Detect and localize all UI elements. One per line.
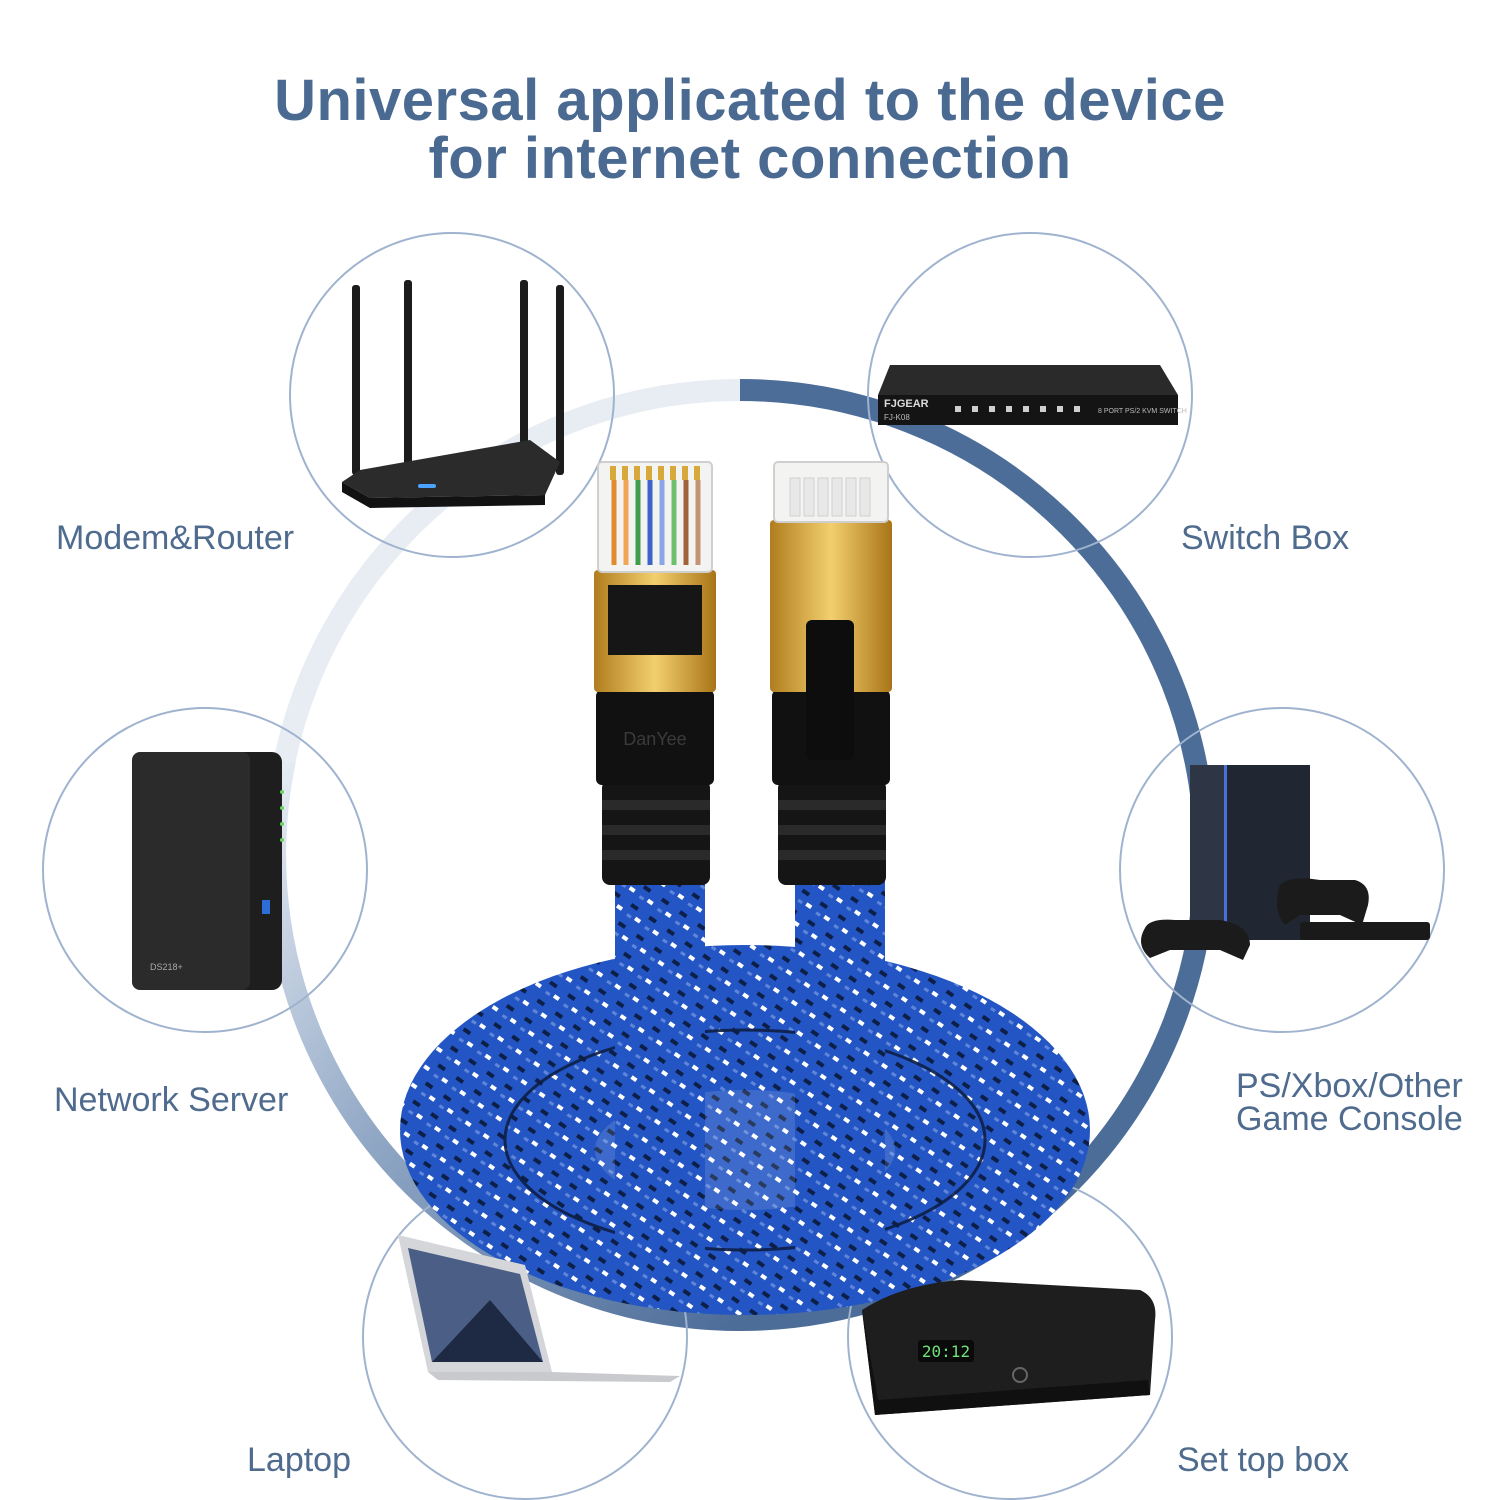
label-game-console-line-1: PS/Xbox/Other — [1236, 1067, 1463, 1105]
network-server-image: DS218+ — [132, 752, 284, 990]
router-image — [342, 280, 564, 508]
headline: Universal applicated to the device for i… — [0, 72, 1500, 188]
cable-right-run — [795, 880, 885, 1300]
circle-switch-box — [867, 232, 1193, 558]
game-console-image — [1141, 765, 1430, 960]
label-modem-router: Modem&Router — [56, 519, 295, 557]
connector-brand-label: DanYee — [623, 729, 686, 749]
switch-desc-label: 8 PORT PS/2 KVM SWITCH — [1098, 408, 1187, 415]
label-laptop: Laptop — [247, 1441, 351, 1479]
headline-line-2: for internet connection — [428, 126, 1072, 191]
label-game-console-line-2: Game Console — [1236, 1100, 1463, 1138]
rj45-connector-left: DanYee — [594, 461, 716, 885]
label-network-server: Network Server — [54, 1081, 289, 1119]
label-set-top-box: Set top box — [1177, 1441, 1350, 1479]
circle-network-server — [42, 707, 368, 1033]
laptop-image — [398, 1235, 680, 1382]
circle-modem-router — [289, 232, 615, 558]
nas-model-label: DS218+ — [150, 962, 183, 972]
switch-brand-label: FJGEAR — [884, 398, 929, 410]
coiled-cable — [400, 945, 1090, 1315]
rj45-connector-right — [770, 461, 892, 885]
switch-box-image: FJGEAR FJ-K08 8 PORT PS/2 KVM SWITCH — [878, 365, 1187, 425]
set-top-box-image: 20:12 — [862, 1280, 1156, 1415]
label-switch-box: Switch Box — [1181, 519, 1350, 557]
circle-game-console — [1119, 707, 1445, 1033]
headline-line-1: Universal applicated to the device — [274, 68, 1226, 133]
stb-display-label: 20:12 — [922, 1342, 970, 1361]
device-circles — [42, 232, 1445, 1500]
cable-left-run — [615, 880, 705, 1300]
switch-model-label: FJ-K08 — [884, 413, 910, 422]
